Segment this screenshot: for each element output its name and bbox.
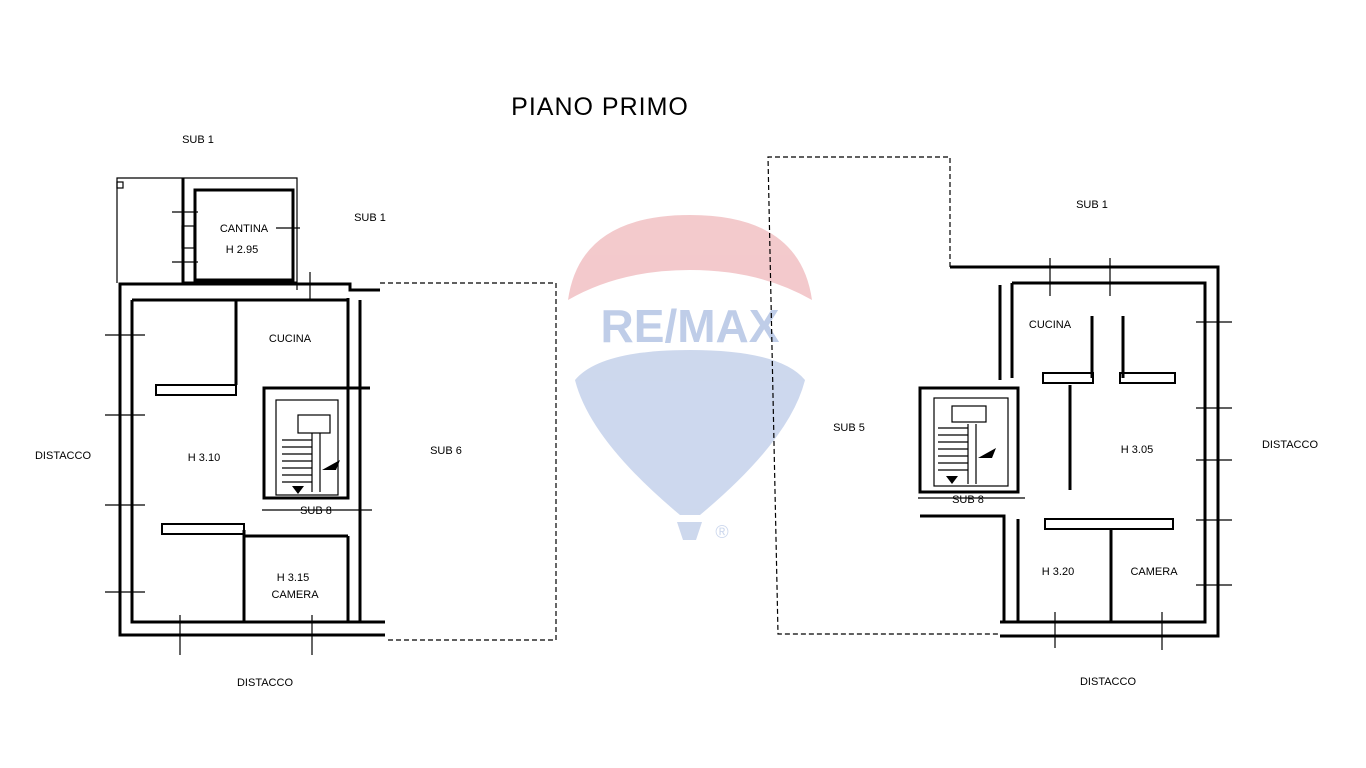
left-main-height: H 3.10 [188, 452, 220, 464]
balloon-bottom-blue [575, 350, 805, 515]
left-outer-terrace [116, 177, 298, 290]
left-sub1-top-label: SUB 1 [182, 134, 214, 146]
right-window-marks [1049, 258, 1232, 650]
left-window-marks [105, 272, 372, 655]
left-stair-enclosure [262, 386, 350, 500]
left-sub6-boundary [380, 282, 557, 641]
right-sub5-label: SUB 5 [833, 422, 865, 434]
left-cantina-door [181, 225, 195, 249]
right-room-shelf [1044, 518, 1174, 530]
right-outer-wall [950, 265, 1220, 638]
left-camera-height: H 3.15 [277, 572, 309, 584]
right-sub5-boundary [767, 156, 1000, 635]
left-floor-plan: SUB 1 SUB 1 CANTINA H 2.95 CUCINA H 3.10… [35, 134, 557, 689]
right-cucina-label: CUCINA [1029, 319, 1072, 331]
left-cucina-label: CUCINA [269, 333, 312, 345]
right-cucina-shelf [1042, 372, 1094, 384]
right-main-height: H 3.05 [1121, 444, 1153, 456]
left-main-inner [130, 300, 385, 624]
right-stair-arrow-up [978, 448, 996, 458]
left-upper-shelf [155, 384, 237, 396]
remax-watermark: RE/MAX ® [568, 215, 812, 542]
left-sub1-right-label: SUB 1 [354, 212, 386, 224]
left-distacco-left-label: DISTACCO [35, 450, 91, 462]
right-cucina-shelf2 [1119, 372, 1176, 384]
left-sub6-label: SUB 6 [430, 445, 462, 457]
left-cantina-label: CANTINA [220, 223, 269, 235]
left-distacco-bottom-label: DISTACCO [237, 677, 293, 689]
right-stair-landing [951, 405, 987, 423]
right-stair-treads [938, 424, 977, 484]
right-distacco-right-label: DISTACCO [1262, 439, 1318, 451]
left-stair-landing [297, 414, 331, 434]
left-stair-arrow-up [322, 460, 340, 470]
right-camera-label: CAMERA [1130, 566, 1178, 578]
left-small-square [116, 181, 124, 189]
watermark-registered: ® [715, 522, 728, 542]
left-stair-inner [275, 399, 339, 496]
left-sub8-label: SUB 8 [300, 505, 332, 517]
right-sub8-label: SUB 8 [952, 494, 984, 506]
left-cantina-room [193, 188, 295, 282]
left-stair-arrow-down [292, 486, 304, 494]
right-inner-wall [1000, 281, 1207, 624]
right-stair-inner [933, 397, 1009, 487]
right-stair-arrow-down [946, 476, 958, 484]
balloon-basket [677, 522, 702, 540]
left-cantina-height: H 2.95 [226, 244, 258, 256]
left-stair-treads [282, 433, 321, 492]
left-main-outer [118, 282, 385, 637]
right-sub1-label: SUB 1 [1076, 199, 1108, 211]
balloon-top-red [568, 215, 812, 300]
page-title: PIANO PRIMO [511, 93, 689, 121]
right-stair-enclosure [918, 386, 1020, 494]
right-floor-plan: SUB 1 CUCINA SUB 5 H 3.05 SUB 8 H 3.20 C… [767, 156, 1318, 688]
left-camera-label: CAMERA [271, 589, 319, 601]
watermark-brand: RE/MAX [601, 300, 780, 352]
right-lower-left-wall [920, 514, 1006, 622]
right-room-height: H 3.20 [1042, 566, 1074, 578]
right-distacco-bottom-label: DISTACCO [1080, 676, 1136, 688]
left-lower-shelf [161, 523, 245, 535]
